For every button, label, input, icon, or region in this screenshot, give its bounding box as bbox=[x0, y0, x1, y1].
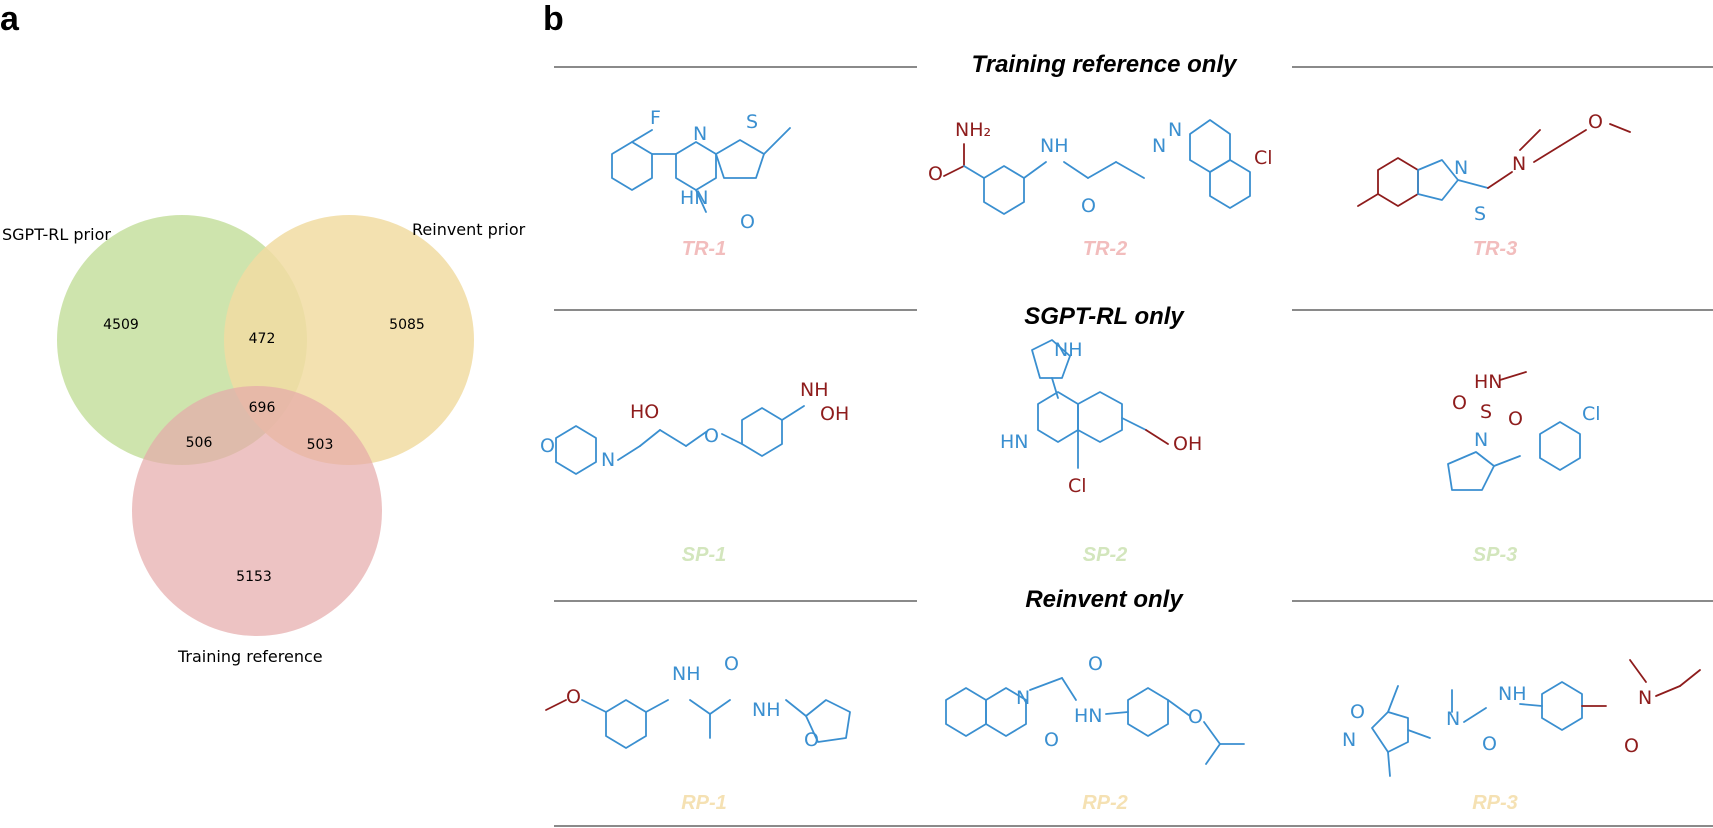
atom-o: O bbox=[740, 211, 755, 233]
molecule-structure-sp-1: O N HO O NH OH bbox=[540, 379, 849, 475]
molecule-structure-tr-3: N S N O bbox=[1357, 111, 1631, 225]
atom-n: N bbox=[1474, 429, 1488, 451]
atom-n: N bbox=[1152, 135, 1166, 157]
atom-o: O bbox=[1188, 706, 1203, 728]
atom-cl: Cl bbox=[1582, 403, 1601, 425]
molecule-structure-rp-3: O N N O NH O N bbox=[1342, 659, 1701, 777]
panel-letter-a: a bbox=[0, 0, 20, 38]
atom-o: O bbox=[1044, 729, 1059, 751]
venn-count-sgpt-only: 4509 bbox=[103, 317, 139, 333]
molecule-structure-rp-1: O NH O NH O bbox=[545, 653, 851, 751]
atom-hn: HN bbox=[1000, 431, 1029, 453]
molecule-label-sp-1: SP-1 bbox=[682, 544, 726, 566]
atom-cl: Cl bbox=[1068, 475, 1087, 497]
atom-o: O bbox=[1624, 735, 1639, 757]
venn-count-reinvent-only: 5085 bbox=[389, 317, 425, 333]
venn-diagram: SGPT-RL prior Reinvent prior Training re… bbox=[2, 215, 526, 666]
venn-count-sgpt-reinvent: 472 bbox=[249, 331, 276, 347]
atom-n: N bbox=[693, 123, 707, 145]
atom-hn: HN bbox=[680, 187, 709, 209]
venn-label-training: Training reference bbox=[177, 647, 323, 666]
venn-count-reinvent-training: 503 bbox=[307, 437, 334, 453]
atom-nh: NH bbox=[1040, 135, 1069, 157]
molecule-structure-rp-2: N O O HN O bbox=[945, 653, 1245, 765]
atom-nh: NH bbox=[672, 663, 701, 685]
atom-s: S bbox=[1480, 401, 1492, 423]
atom-o: O bbox=[724, 653, 739, 675]
atom-n: N bbox=[601, 449, 615, 471]
section-title-sgpt: SGPT-RL only bbox=[1024, 303, 1185, 330]
molecule-structure-sp-2: NH HN OH Cl bbox=[1000, 339, 1202, 497]
venn-count-training-only: 5153 bbox=[236, 569, 272, 585]
atom-ho: HO bbox=[630, 401, 659, 423]
atom-o: O bbox=[1508, 408, 1523, 430]
atom-n: N bbox=[1638, 687, 1652, 709]
section-title-reinvent: Reinvent only bbox=[1025, 586, 1184, 613]
atom-nh: NH bbox=[752, 699, 781, 721]
atom-o: O bbox=[1452, 392, 1467, 414]
atom-n: N bbox=[1016, 687, 1030, 709]
venn-label-reinvent: Reinvent prior bbox=[412, 220, 526, 239]
atom-n: N bbox=[1454, 157, 1468, 179]
atom-o: O bbox=[1588, 111, 1603, 133]
atom-o: O bbox=[1081, 195, 1096, 217]
panel-letter-b: b bbox=[543, 0, 564, 38]
atom-o: O bbox=[704, 425, 719, 447]
molecule-label-sp-2: SP-2 bbox=[1083, 544, 1127, 566]
atom-o: O bbox=[540, 435, 555, 457]
venn-count-sgpt-training: 506 bbox=[186, 435, 213, 451]
molecule-label-tr-2: TR-2 bbox=[1083, 238, 1127, 260]
atom-o: O bbox=[1088, 653, 1103, 675]
molecule-label-rp-1: RP-1 bbox=[681, 792, 727, 814]
section-rules bbox=[554, 66, 1713, 827]
atom-o: O bbox=[804, 729, 819, 751]
atom-cl: Cl bbox=[1254, 147, 1273, 169]
atom-hn: HN bbox=[1074, 705, 1103, 727]
molecule-label-rp-2: RP-2 bbox=[1082, 792, 1128, 814]
venn-label-sgpt: SGPT-RL prior bbox=[2, 225, 111, 244]
atom-oh: OH bbox=[820, 403, 849, 425]
molecule-label-tr-3: TR-3 bbox=[1473, 238, 1517, 260]
atom-n: N bbox=[1512, 153, 1526, 175]
molecule-label-tr-1: TR-1 bbox=[682, 238, 726, 260]
atom-s: S bbox=[746, 111, 758, 133]
atom-o: O bbox=[1482, 733, 1497, 755]
atom-s: S bbox=[1474, 203, 1486, 225]
atom-nh: NH bbox=[800, 379, 829, 401]
molecule-label-rp-3: RP-3 bbox=[1472, 792, 1518, 814]
atom-nh2: NH₂ bbox=[955, 119, 991, 141]
atom-nh: NH bbox=[1498, 683, 1527, 705]
atom-n: N bbox=[1446, 708, 1460, 730]
atom-hn: HN bbox=[1474, 371, 1503, 393]
atom-o: O bbox=[1350, 701, 1365, 723]
atom-n: N bbox=[1342, 729, 1356, 751]
molecule-structure-sp-3: HN O S O N Cl bbox=[1447, 371, 1601, 491]
atom-oh: OH bbox=[1173, 433, 1202, 455]
molecule-label-sp-3: SP-3 bbox=[1473, 544, 1517, 566]
atom-o: O bbox=[928, 163, 943, 185]
molecule-structure-tr-2: NH₂ O NH O N N Cl bbox=[928, 119, 1273, 217]
molecule-structure-tr-1: F N HN O S bbox=[611, 107, 791, 233]
venn-circle-training bbox=[132, 386, 382, 636]
atom-o: O bbox=[566, 686, 581, 708]
atom-n: N bbox=[1168, 119, 1182, 141]
section-title-training: Training reference only bbox=[972, 51, 1239, 78]
venn-count-all-three: 696 bbox=[249, 400, 276, 416]
atom-f: F bbox=[650, 107, 661, 129]
atom-nh: NH bbox=[1054, 339, 1083, 361]
